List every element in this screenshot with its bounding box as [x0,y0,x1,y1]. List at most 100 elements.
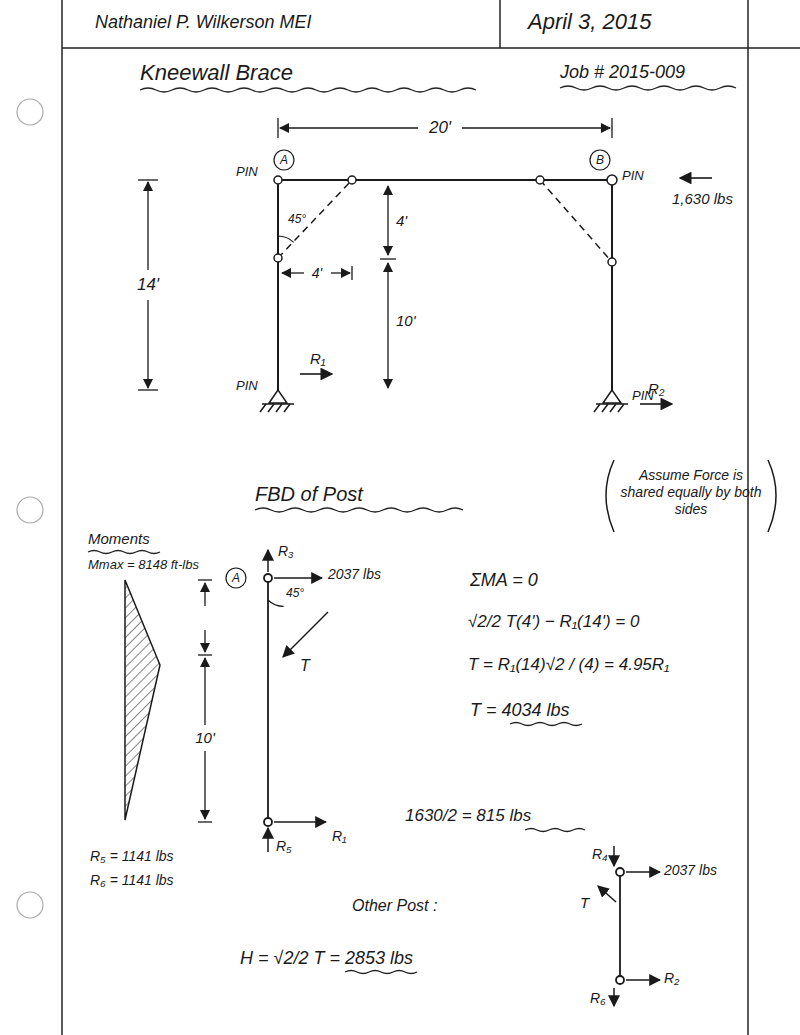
sheet-border [62,0,800,1035]
frame-member [611,180,613,390]
wavy-underline [88,551,160,554]
dimension: 4' [312,265,322,282]
post-fbd [264,818,272,826]
pin-joint [536,176,544,184]
force-label: T [580,894,589,912]
dimension: 4' [396,212,407,230]
pin-joint [348,176,356,184]
other-post-fbd [626,979,660,981]
dimension-line [198,579,212,580]
dimension-line [138,389,158,390]
wavy-underline [560,86,736,90]
knee-brace [278,180,612,262]
note: Assume Force is shared equally by both s… [618,467,764,517]
wavy-underline [140,88,476,92]
note-bracket [768,460,776,532]
post-fbd [274,577,322,579]
reaction-label: R₄ [592,846,608,863]
reaction-label: R₅ [276,838,292,855]
dimension-line [277,118,278,138]
knee-brace [540,180,612,262]
dimension-line [138,179,158,180]
wavy-underline [255,508,463,512]
other-post-fbd [613,846,615,866]
reaction-result: R₆ = 1141 lbs [90,872,174,889]
punch-hole [17,892,43,918]
other-post-fbd [619,876,621,976]
pin-support [260,404,290,412]
sheet-border [61,0,63,1035]
dimension-line [204,630,205,652]
sheet-border [747,0,749,1035]
pin-joint [607,175,617,185]
punch-hole [17,99,43,125]
section-heading: Other Post : [352,896,437,915]
post-fbd [264,550,328,852]
force-label: T [300,656,310,675]
frame-member [278,179,612,181]
reaction-label: R₁ [332,828,347,845]
dimension-line [282,272,304,273]
angle-label: 45° [288,212,306,226]
support-label: PIN [236,378,258,394]
wavy-underline [88,86,736,974]
letter-circle [274,150,294,170]
reaction-result: R₅ = 1141 lbs [90,848,174,865]
pin-support [594,404,624,412]
dimension-line [138,118,612,822]
load-label: 1,630 lbs [672,190,733,208]
dimension-line [204,583,205,606]
dimension-line [387,186,388,255]
note-bracket [606,460,614,532]
letter-circle [226,150,610,588]
force-arrow [300,178,712,404]
dimension: 10' [195,729,215,747]
dimension-line [204,658,205,725]
dimension-line [331,272,350,273]
joint-letter: B [596,153,604,167]
result: T = 4034 lbs [470,700,570,722]
post-fbd [267,828,269,852]
other-post-fbd [626,871,660,873]
letter-circle [226,568,246,588]
frame-member [278,180,612,390]
joint-letter: A [232,571,240,585]
pin-support [603,390,621,403]
support-label: PIN [622,168,644,184]
force-label: 2037 lbs [328,566,381,583]
letter-circle [590,150,610,170]
note-bracket [606,460,776,532]
force-arrow [640,403,672,405]
post-fbd [283,612,328,657]
pin-support [269,390,287,403]
frame-member [277,180,279,390]
date: April 3, 2015 [528,9,652,35]
sheet-border [62,47,800,49]
other-post-fbd [598,846,660,1006]
pin-joint [274,176,282,184]
other-post-fbd [613,988,615,1006]
section-heading: Moments [88,530,150,548]
result: H = √2/2 T = 2853 lbs [240,948,413,970]
dimension-line [198,821,212,822]
angle-arc [268,600,284,606]
force-label: 2037 lbs [664,862,717,879]
other-post-fbd [616,976,624,984]
pin-joint [274,175,617,266]
sheet-title: Kneewall Brace [140,60,293,86]
sheet-border [499,0,501,48]
equation: T = R₁(14)√2 / (4) = 4.95R₁ [468,655,669,675]
moment-diagram [125,580,160,820]
section-heading: FBD of Post [255,482,363,506]
dimension-line [204,751,205,819]
angle-arc [268,236,294,606]
wavy-underline [525,829,585,832]
wavy-underline [345,971,417,974]
other-post-fbd [598,886,616,902]
moment-value: Mmax = 8148 ft-lbs [88,557,199,573]
joint-letter: A [280,153,288,167]
post-fbd [267,582,269,818]
force-arrow [680,177,712,179]
post-fbd [264,574,272,582]
angle-arc [278,236,294,242]
